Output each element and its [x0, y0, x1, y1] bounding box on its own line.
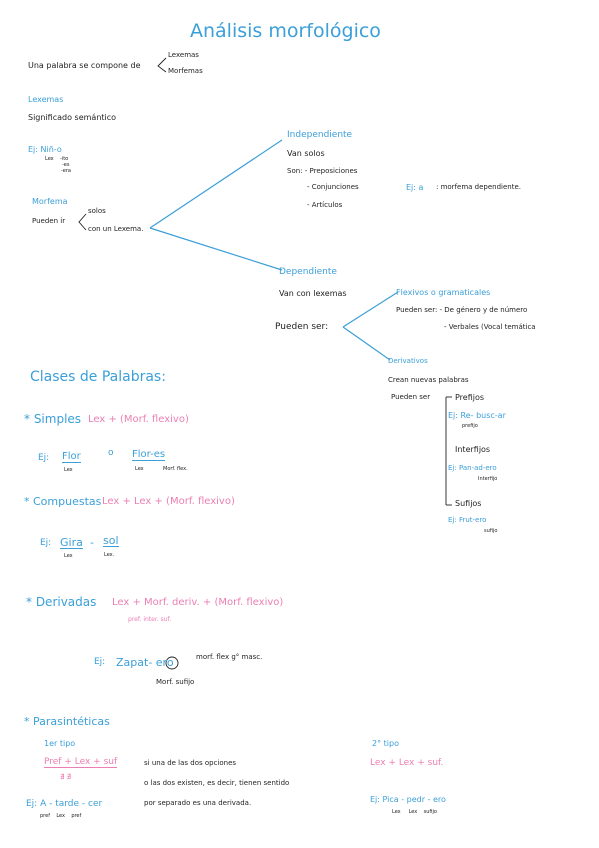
derivativos-interfijos: Interfijos	[455, 445, 491, 454]
derivadas-subs: pref. inter. suf.	[128, 616, 172, 623]
dependiente-van-con: Van con lexemas	[279, 289, 347, 298]
compuestas-heading: * Compuestas	[24, 495, 102, 508]
parasinteticas-formula2: Lex + Lex + suf.	[370, 758, 444, 768]
morfema-opt-lexema: con un Lexema.	[88, 225, 144, 233]
derivativos-sufijos: Sufijos	[455, 499, 482, 508]
independiente-conjunciones: - Conjunciones	[307, 183, 359, 191]
independiente-van-solos: Van solos	[287, 149, 325, 158]
simples-o: o	[108, 448, 114, 458]
derivadas-word: Zapat- ero	[116, 656, 174, 669]
derivadas-morf-sub: Morf. sufijo	[156, 678, 195, 686]
parasinteticas-tipo2: 2° tipo	[372, 739, 399, 748]
lexemas-heading: Lexemas	[28, 95, 64, 104]
derivativos-sufijo-sub: sufijo	[484, 528, 498, 534]
intro-opt-morfemas: Morfemas	[168, 67, 203, 75]
parasinteticas-ej1: Ej: A - tarde - cer	[26, 799, 103, 809]
compuestas-word-sol: sol	[103, 534, 119, 547]
lexemas-sub-ito: -ito	[60, 156, 69, 162]
intro-text: Una palabra se compone de	[28, 61, 141, 70]
intro-opt-lexemas: Lexemas	[168, 51, 199, 59]
parasinteticas-heading: * Parasintéticas	[24, 715, 110, 728]
derivativos-interfijo-example: Ej: Pan-ad-ero	[448, 464, 497, 472]
simples-formula: Lex + (Morf. flexivo)	[88, 414, 189, 425]
simples-word-flores-sub2: Morf. flex.	[163, 466, 188, 472]
derivadas-heading: * Derivadas	[26, 595, 97, 609]
morfema-opt-solos: solos	[88, 207, 106, 215]
simples-word-flores: Flor-es	[132, 449, 166, 461]
compuestas-word-gira: Gira	[60, 536, 83, 549]
morfema-heading: Morfema	[32, 197, 68, 206]
flexivos-genero: Pueden ser: - De género y de número	[396, 306, 528, 314]
derivativos-prefijos: Prefijos	[455, 393, 485, 402]
dependiente-pueden-ser: Pueden ser:	[275, 322, 329, 332]
independiente-heading: Independiente	[287, 130, 353, 140]
derivativos-sufijo-example: Ej: Frut-ero	[448, 516, 487, 524]
derivadas-note: morf. flex g° masc.	[196, 653, 263, 661]
simples-word-flor: Flor	[62, 451, 81, 463]
parasinteticas-note-line2: o las dos existen, es decir, tienen sent…	[144, 779, 290, 787]
compuestas-word-gira-sub: Lex	[64, 553, 73, 559]
compuestas-word-sol-sub: Lex.	[104, 552, 115, 558]
lexemas-sub-era: -era	[61, 168, 71, 174]
derivativos-crean: Crean nuevas palabras	[388, 376, 469, 384]
derivativos-interfijo-sub: Interfijo	[478, 476, 498, 482]
parasinteticas-ej2: Ej: Pica - pedr - ero	[370, 795, 446, 804]
lexemas-sub-es: -es	[62, 162, 70, 168]
simples-heading: * Simples	[24, 412, 82, 426]
morfema-pueden: Pueden ir	[32, 217, 66, 225]
parasinteticas-not-exists: ∄ ∄	[60, 773, 72, 781]
independiente-preposiciones: Son: - Preposiciones	[287, 167, 358, 175]
compuestas-ej-label: Ej:	[40, 538, 52, 548]
flexivos-verbales: - Verbales (Vocal temática	[444, 323, 536, 331]
simples-ej-label: Ej:	[38, 453, 50, 463]
parasinteticas-ej2-subs: Lex Lex sufijo	[392, 809, 437, 815]
derivativos-heading: Derivativos	[388, 357, 428, 365]
derivativos-prefijo-sub: prefijo	[462, 423, 478, 429]
independiente-articulos: - Artículos	[307, 201, 343, 209]
clases-heading: Clases de Palabras:	[30, 369, 166, 385]
lexemas-sub-lex: Lex	[45, 156, 54, 162]
lexemas-example: Ej: Niñ-o	[28, 145, 62, 154]
page-title: Análisis morfológico	[190, 20, 381, 42]
flexivos-heading: Flexivos o gramaticales	[396, 288, 491, 297]
simples-word-flor-sub: Lex	[64, 467, 73, 473]
independiente-example: Ej: a	[406, 183, 424, 192]
derivativos-pueden-ser: Pueden ser	[391, 393, 431, 401]
compuestas-formula: Lex + Lex + (Morf. flexivo)	[102, 496, 235, 507]
parasinteticas-ej1-subs: pref Lex pref	[40, 813, 82, 819]
compuestas-dash: -	[90, 536, 94, 549]
simples-word-flores-sub1: Lex	[135, 466, 144, 472]
lexemas-definition: Significado semántico	[28, 113, 117, 122]
parasinteticas-formula1: Pref + Lex + suf	[44, 757, 118, 768]
parasinteticas-note-line3: por separado es una derivada.	[144, 799, 252, 807]
parasinteticas-tipo1: 1er tipo	[44, 739, 76, 748]
derivativos-prefijo-example: Ej: Re- busc-ar	[448, 411, 506, 420]
independiente-example-text: : morfema dependiente.	[436, 183, 522, 191]
parasinteticas-note-line1: si una de las dos opciones	[144, 759, 237, 767]
derivadas-formula: Lex + Morf. deriv. + (Morf. flexivo)	[112, 597, 284, 608]
derivadas-ej-label: Ej:	[94, 657, 106, 667]
dependiente-heading: Dependiente	[279, 267, 337, 277]
